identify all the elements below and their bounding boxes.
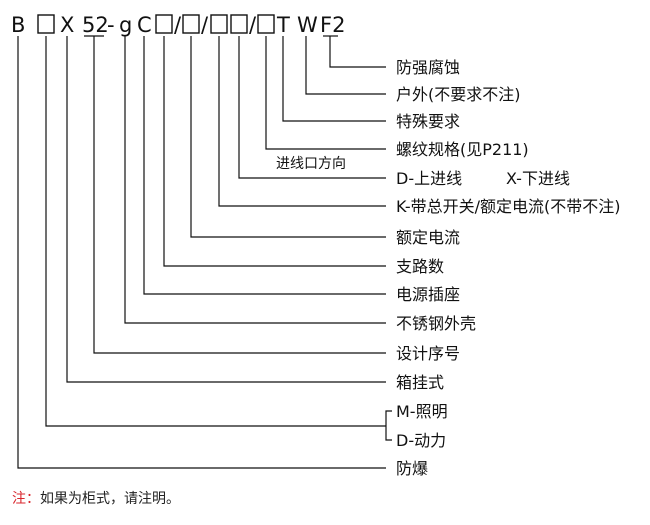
code-52: 52 xyxy=(82,13,109,37)
code-x: X xyxy=(60,13,74,37)
wire-outdoor xyxy=(305,36,386,95)
code-box-5 xyxy=(230,14,248,34)
label-direction-up: D-上进线 xyxy=(396,169,462,188)
footnote: 注：如果为柜式，请注明。 xyxy=(12,488,180,508)
wire-main-switch xyxy=(218,36,386,207)
label-design-number: 设计序号 xyxy=(396,344,460,363)
wire-usage xyxy=(45,36,386,427)
code-dash: - xyxy=(107,13,115,37)
label-rated-current: 额定电流 xyxy=(396,228,460,247)
wire-anticorrosion xyxy=(329,36,386,68)
code-c: C xyxy=(137,13,152,37)
label-power: D-动力 xyxy=(396,431,446,450)
code-b: B xyxy=(11,13,25,37)
wire-direction xyxy=(238,36,386,179)
code-box-3 xyxy=(182,14,200,34)
code-t: T xyxy=(276,13,290,37)
label-direction-title: 进线口方向 xyxy=(276,156,346,172)
code-box-6 xyxy=(257,14,275,34)
label-socket: 电源插座 xyxy=(396,285,460,304)
footnote-text: 如果为柜式，请注明。 xyxy=(40,491,180,507)
code-box-4 xyxy=(210,14,228,34)
code-slash-3: / xyxy=(249,13,257,37)
wire-rated-current xyxy=(190,36,386,238)
label-outdoor: 户外(不要求不注) xyxy=(396,85,521,104)
model-code: B X 52 - g C / / / T W F2 xyxy=(11,13,345,37)
label-special: 特殊要求 xyxy=(396,112,460,131)
footnote-prefix: 注： xyxy=(12,491,40,507)
label-lighting: M-照明 xyxy=(396,402,448,421)
wire-branches xyxy=(163,36,386,267)
label-anticorrosion: 防强腐蚀 xyxy=(396,58,460,77)
code-slash-2: / xyxy=(201,13,209,37)
wire-spec xyxy=(265,36,386,150)
label-branches: 支路数 xyxy=(396,257,444,276)
code-f2: F2 xyxy=(320,13,345,37)
label-spec: 螺纹规格(见P211) xyxy=(396,140,529,159)
connector-lines xyxy=(17,35,392,469)
code-box-1 xyxy=(37,14,55,34)
wire-socket xyxy=(143,36,386,295)
label-explosion-proof: 防爆 xyxy=(396,459,428,478)
code-g: g xyxy=(119,13,132,37)
label-stainless-shell: 不锈钢外壳 xyxy=(396,314,476,333)
labels: 防强腐蚀 户外(不要求不注) 特殊要求 螺纹规格(见P211) 进线口方向 D-… xyxy=(276,58,620,478)
label-main-switch: K-带总开关/额定电流(不带不注) xyxy=(396,197,620,216)
code-w: W xyxy=(297,13,318,37)
wire-special xyxy=(282,36,386,122)
usage-bracket xyxy=(385,410,392,441)
label-box-type: 箱挂式 xyxy=(396,373,444,392)
wire-explosion-proof xyxy=(17,36,386,469)
label-direction-down: X-下进线 xyxy=(506,169,570,188)
wire-design-number xyxy=(93,36,386,354)
wire-box-type xyxy=(66,36,386,383)
code-box-2 xyxy=(155,14,173,34)
code-slash-1: / xyxy=(174,13,182,37)
wire-stainless xyxy=(124,36,386,324)
